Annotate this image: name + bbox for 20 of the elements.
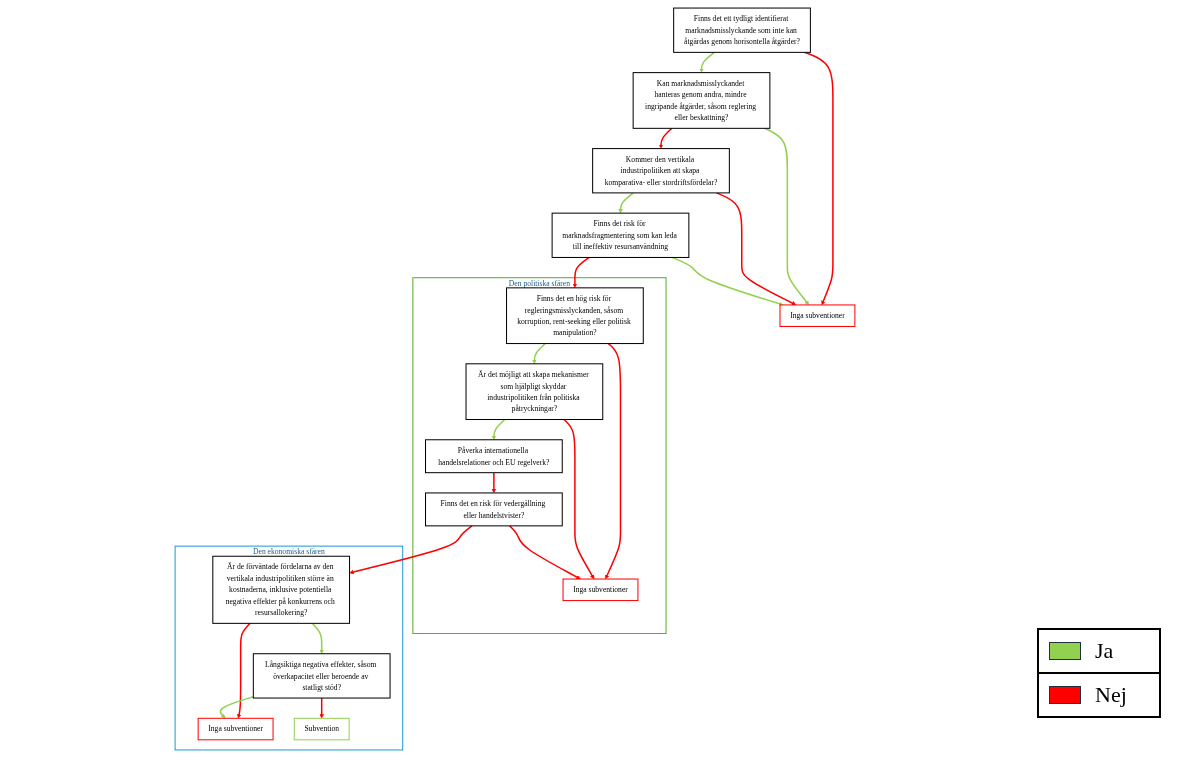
arrow: [219, 695, 255, 719]
legend-label: Ja: [1095, 638, 1114, 664]
arrow: [605, 342, 622, 580]
arrow: [563, 418, 595, 580]
arrow: [699, 51, 715, 73]
arrow: [311, 622, 324, 654]
arrow: [658, 127, 673, 149]
arrow: [349, 525, 473, 575]
arrow: [491, 471, 497, 494]
arrow: [532, 342, 546, 364]
arrow: [715, 192, 797, 306]
arrow: [508, 525, 581, 580]
arrow: [237, 622, 251, 719]
legend-label: Nej: [1095, 682, 1127, 708]
arrow: [572, 256, 590, 289]
arrow: [491, 418, 506, 440]
arrow: [763, 127, 810, 306]
arrow: [671, 256, 784, 306]
arrow: [319, 697, 324, 719]
arrow: [618, 192, 634, 214]
